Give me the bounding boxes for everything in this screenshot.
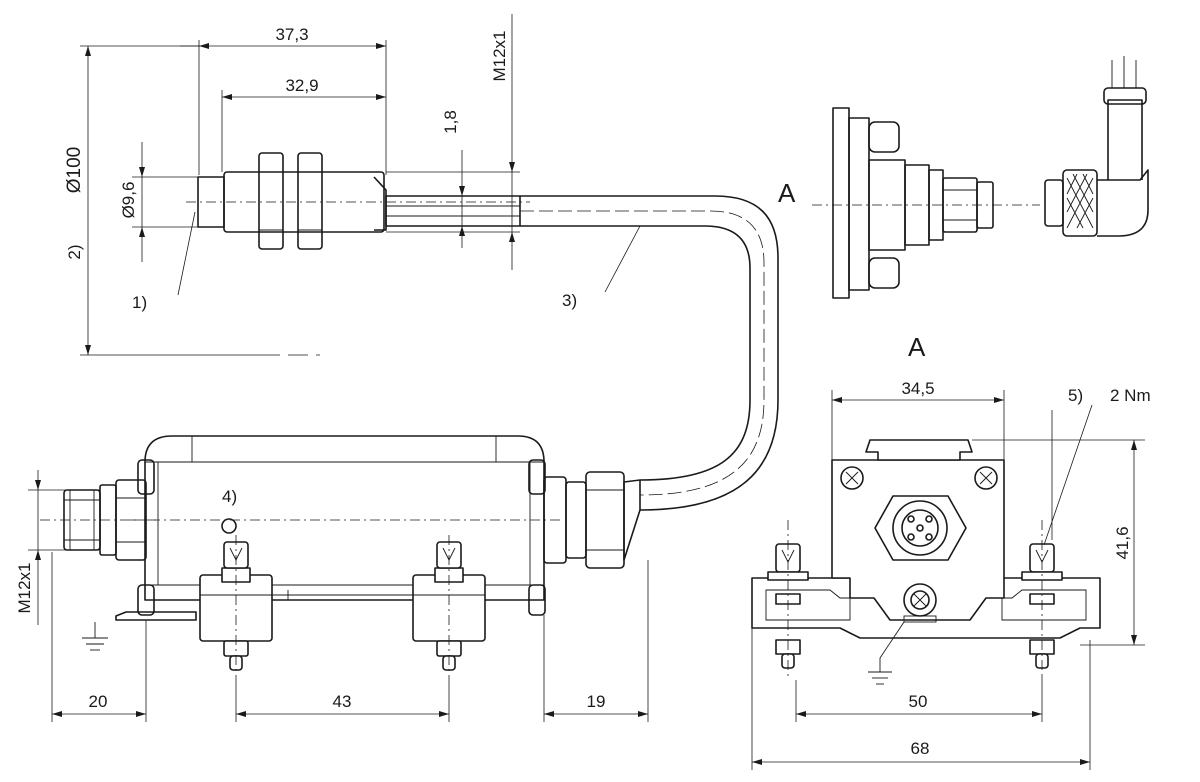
view-a-title: A [908,332,926,362]
ground-symbol-left [82,622,108,651]
note-3: 3) [562,291,577,310]
dim-50: 50 [909,692,928,711]
dim-phi9-6: Ø9,6 [119,182,138,219]
dim-41-6: 41,6 [1113,526,1132,559]
dim-m12-left: M12x1 [15,562,34,613]
m12-connector-left [40,479,160,561]
front-view-dimensions: 34,5 41,6 5) 2 Nm 50 68 [751,379,1151,770]
ground-tab [115,611,197,621]
torque-value: 2 Nm [1110,386,1151,405]
dim-phi100: Ø100 [64,147,85,193]
angled-plug [1044,56,1149,237]
note-1: 1) [132,293,147,312]
cable-gland [543,471,641,569]
dim-20: 20 [89,692,108,711]
dim-m12-top: M12x1 [490,30,509,81]
dim-32-9: 32,9 [285,76,318,95]
dim-34-5: 34,5 [901,379,934,398]
bracket-left [199,535,289,676]
housing-dimensions: M12x1 20 43 19 [15,470,649,722]
view-a-arrow-label: A [778,178,796,208]
dim-19: 19 [587,692,606,711]
cable [520,195,779,511]
bracket-right [288,535,486,676]
housing: 4) [130,435,560,616]
side-view-a: A [778,107,1040,299]
sensor [186,152,530,250]
sensor-dimensions: 37,3 32,9 1,8 M12x1 Ø100 2) Ø9, [64,14,641,356]
dim-68: 68 [911,739,930,758]
dim-43: 43 [333,692,352,711]
note-4: 4) [222,487,237,506]
note-2: 2) [65,244,84,259]
note-5: 5) [1068,386,1083,405]
dim-37-3: 37,3 [275,25,308,44]
dim-1-8: 1,8 [441,110,460,134]
front-view-a: A [751,332,1101,685]
